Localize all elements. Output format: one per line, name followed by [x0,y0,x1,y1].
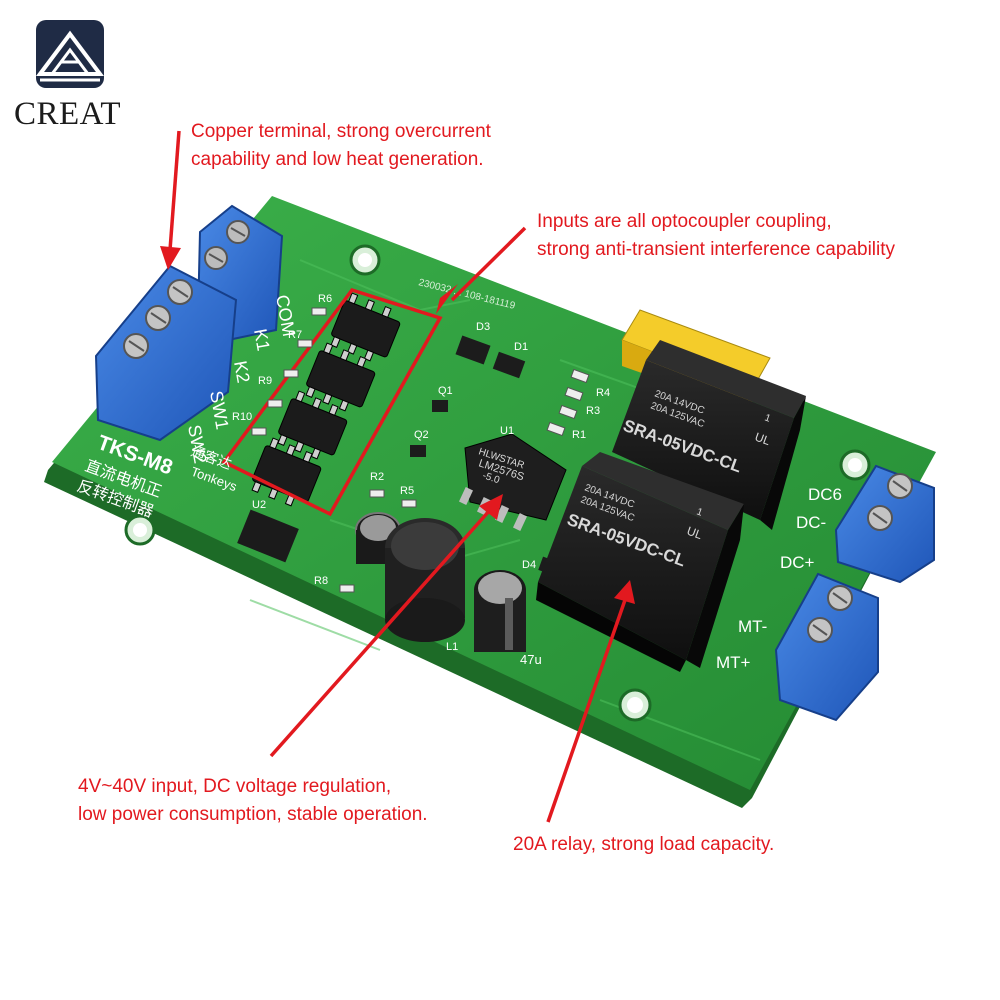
callout-optocoupler-line1: Inputs are all optocoupler coupling, [537,211,832,232]
callout-terminal-line2: capability and low heat generation. [191,149,484,170]
arrow-optocoupler [450,226,527,302]
callout-relay-line1: 20A relay, strong load capacity. [513,834,775,855]
arrow-terminal-head [160,246,181,270]
ref-r7: R7 [288,329,302,341]
input-pin-k2: K2 [230,359,254,384]
arrow-optocoupler-head [436,284,458,314]
arrow-terminal [168,130,181,251]
output-pin-dcminus: DC- [796,513,826,532]
relay-front-ul: UL [685,524,705,543]
inductor [385,518,465,642]
ref-u1: U1 [500,425,514,437]
output-pin-dcplus: DC+ [780,553,815,572]
ref-d4: D4 [522,559,536,571]
ref-r5: R5 [400,485,414,497]
optocoupler-array [251,292,401,507]
ref-d3: D3 [476,321,490,333]
output-terminal-upper [834,464,935,584]
output-pin-mtminus: MT- [738,617,767,636]
smd-parts [237,307,590,593]
arrow-regulator-head [479,494,503,520]
callout-relay: 20A relay, strong load capacity. [513,831,774,859]
ref-r1: R1 [572,429,586,441]
ref-u2: U2 [252,499,266,511]
ref-r3: R3 [586,405,600,417]
mounting-holes [124,244,871,722]
callout-regulator: 4V~40V input, DC voltage regulation, low… [78,773,428,829]
regulator-suffix: -5.0 [481,470,501,486]
relay-front-pin: 1 [695,506,704,518]
ref-r4: R4 [596,387,610,399]
brand-logo-mark [36,20,104,88]
ref-r9: R9 [258,375,272,387]
ref-r6: R6 [318,293,332,305]
ref-r10: R10 [232,411,252,423]
relay-back-pin: 1 [763,412,772,424]
arrow-regulator [269,508,492,758]
ref-r8: R8 [314,575,328,587]
annotation-arrows [160,130,635,823]
relay-front [536,452,744,672]
output-pin-mtplus: MT+ [716,653,751,672]
relay-back [612,340,806,530]
relay-back-ul: UL [753,430,773,449]
ref-q1: Q1 [438,385,453,397]
arrow-relay-head [614,580,635,604]
callout-optocoupler: Inputs are all optocoupler coupling, str… [537,208,895,264]
output-terminal-lower [774,572,879,722]
arrow-relay [546,599,627,823]
optocoupler-highlight [221,287,443,517]
regulator-ic [458,433,567,531]
inductor-label: 47u [520,652,542,667]
ref-d1: D1 [514,341,528,353]
output-pin-dc6: DC6 [808,485,842,504]
ref-r2: R2 [370,471,384,483]
callout-regulator-line1: 4V~40V input, DC voltage regulation, [78,776,392,797]
callout-optocoupler-line2: strong anti-transient interference capab… [537,239,896,260]
callout-regulator-line2: low power consumption, stable operation. [78,804,428,825]
callout-terminal: Copper terminal, strong overcurrent capa… [191,118,491,174]
ref-l1: L1 [446,641,458,653]
input-pin-k1: K1 [250,327,274,352]
brand-name: CREAT [14,96,122,132]
callout-terminal-line1: Copper terminal, strong overcurrent [191,121,491,142]
ref-q2: Q2 [414,429,429,441]
